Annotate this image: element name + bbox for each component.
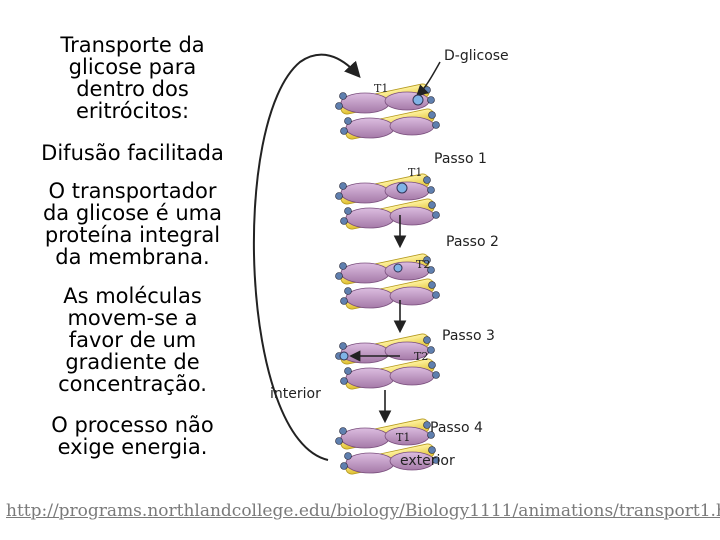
glucose-molecule-step2 [394,264,402,272]
label-t2-step2: T2 [416,258,430,271]
glucose-molecule-exit [340,352,348,360]
label-t2-step3: T2 [414,350,428,363]
glucose-molecule-mid [397,183,407,193]
label-d-glucose: D-glicose [444,48,509,64]
label-t1-bottom: T1 [396,431,410,444]
source-link[interactable]: http://programs.northlandcollege.edu/bio… [6,501,720,521]
membrane-stack [336,83,440,475]
label-step-2: Passo 2 [446,234,499,250]
label-step-1: Passo 1 [434,151,487,167]
label-step-4: Passo 4 [430,420,483,436]
label-t1-top: T1 [374,82,388,95]
label-step-3: Passo 3 [442,328,495,344]
label-t1-step1: T1 [408,166,422,179]
glucose-molecule-top [413,95,423,105]
label-exterior: exterior [400,453,455,469]
label-interior: interior [270,386,321,402]
